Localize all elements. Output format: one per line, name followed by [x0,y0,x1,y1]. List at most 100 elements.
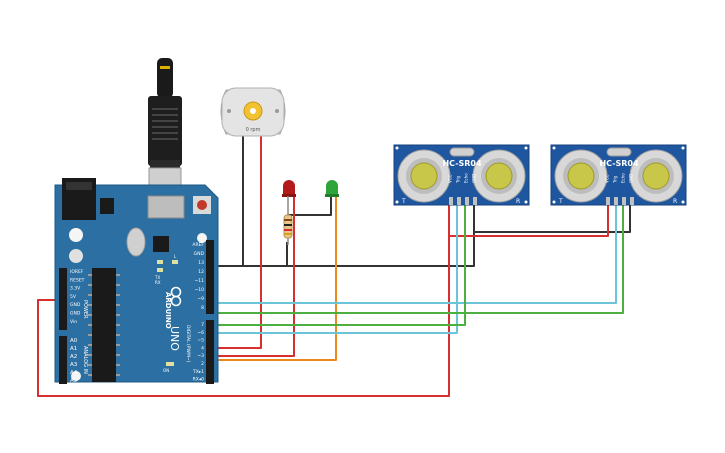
atmega-chip [92,268,116,382]
power-section-label: POWER [82,300,88,319]
analog-pin-label: A5 [70,378,78,384]
wire-vcc-sensor2 [449,205,609,237]
mount-hole [71,371,81,381]
analog-pin-label: A3 [70,362,78,368]
digital-pin-label: ~5 [197,338,204,344]
arduino-model: UNO [168,326,181,351]
sensor-pin[interactable] [465,197,469,205]
power-pin-label: RESET [70,277,85,283]
sensor-2-pins[interactable] [606,197,634,205]
sensor-1-pins[interactable] [449,197,477,205]
digital-pin-label: ~9 [197,296,204,302]
wire-trig-sensor1 [213,205,458,334]
wire-gnd-sensor2 [474,205,631,233]
sensor-pin-label: Trig [456,175,461,184]
power-pin-label: GND [70,311,81,317]
sensor-pin-label: Trig [613,175,618,184]
sensor-1-label: HC-SR04 [442,159,482,168]
resistor[interactable] [283,196,293,245]
sensor-pin[interactable] [630,197,634,205]
wire-gnd-main [243,205,475,267]
digital-pin-label: AREF [192,242,204,248]
sensor-pin-label: Echo [621,173,626,183]
crystal [126,227,146,257]
analog-section-label: ANALOG IN [82,346,88,374]
power-pin-label: 5V [70,294,77,300]
motor-rpm-label: 0 rpm [246,127,261,133]
sensor-1-r-label: R [516,198,520,205]
mount-hole [69,228,83,242]
sensor-pin[interactable] [606,197,610,205]
power-pin-label: IOREF [70,269,84,275]
sensor-pin[interactable] [622,197,626,205]
wire-led-red [213,196,295,357]
power-header[interactable] [59,268,67,330]
usb-chip [153,236,169,252]
sensor-2-label: HC-SR04 [599,159,639,168]
wire-motor-power [213,142,262,349]
analog-header[interactable] [59,336,67,384]
digital-pin-label: ~6 [197,330,204,336]
sensor-pin-label: Echo [464,173,469,183]
arduino-uno-board[interactable]: ARDUINO UNO POWER ANALOG IN DIGITAL (PWM… [54,178,219,384]
sensor-pin-label: GND [629,174,634,183]
dc-motor[interactable]: 0 rpm [220,87,286,146]
digital-pin-label: ~3 [197,353,204,359]
digital-pin-label: 12 [198,269,204,275]
digital-pin-label: 7 [201,322,204,328]
power-pin-label: Vin [70,319,77,325]
digital-pin-label: 13 [198,260,204,266]
digital-pin-label: GND [194,251,205,257]
sensor-pin[interactable] [457,197,461,205]
digital-pin-label: RX◂0 [193,377,204,383]
wire-echo-sensor2 [213,205,624,314]
digital-pin-label: 2 [201,361,204,367]
sensor-1-t-label: T [401,198,406,205]
power-pin-label: 3.3V [70,286,81,292]
led-red[interactable] [282,180,296,197]
sensor-pin[interactable] [473,197,477,205]
digital-pin-label: TX▸1 [192,369,204,375]
analog-pin-label: A2 [70,354,77,360]
digital-header-bottom[interactable] [206,320,214,384]
sensor-pin-label: VCC [448,174,453,183]
usb-port [147,195,185,219]
arduino-brand: ARDUINO [164,292,172,329]
on-led-label: ON [163,368,169,373]
digital-pin-label: ~10 [195,287,205,293]
digital-pin-labels: AREF GND 13 12 ~11 ~10 ~9 8 7 ~6 ~54 ~3 2TX▸1RX◂0 [192,242,204,383]
analog-pin-label: A0 [70,338,78,344]
digital-pin-label: ~11 [195,278,205,284]
power-pin-label: GND [70,302,81,308]
sensor-pin[interactable] [614,197,618,205]
l-led-label: L [174,254,177,259]
wire-led-green [213,196,337,361]
mount-hole [197,233,207,243]
sensor-pin-label: VCC [605,174,610,183]
wire-gnd-led-bridge [288,196,332,216]
digital-header-top[interactable] [206,240,214,314]
digital-pin-label: 8 [201,305,204,311]
digital-section-label: DIGITAL (PWM~) [185,325,191,363]
led-green[interactable] [325,180,339,197]
rx-led-label: RX [155,280,161,285]
sensor-2-t-label: T [558,198,563,205]
sensor-pin[interactable] [449,197,453,205]
wires [37,142,631,397]
capacitor [69,249,83,263]
digital-pin-label: 4 [201,345,204,351]
sensor-2-r-label: R [673,198,677,205]
arduino-logo [170,286,182,307]
wire-echo-sensor1 [213,205,466,326]
analog-pin-label: A4 [70,370,78,376]
wire-trig-sensor2 [213,205,617,304]
sensor-pin-label: GND [472,174,477,183]
power-pin-labels: IOREF RESET 3.3V 5V GND GND Vin [70,269,85,325]
voltage-regulator [100,198,114,214]
